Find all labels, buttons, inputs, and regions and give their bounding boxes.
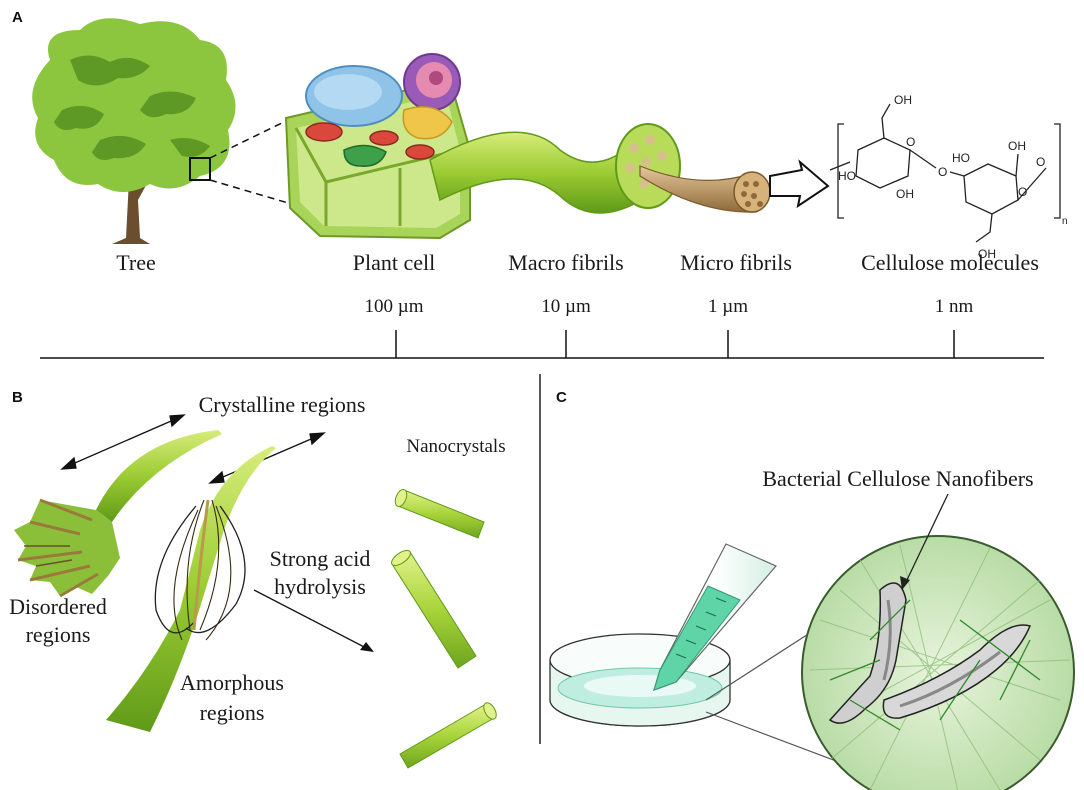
- label-amorphous-2: regions: [200, 700, 265, 725]
- chem-o-ring2: O: [1018, 185, 1027, 199]
- panel-label-a: A: [12, 9, 23, 26]
- nanocrystal-rod-2: [391, 549, 477, 669]
- panel-label-b: B: [12, 389, 23, 406]
- label-bacterial-cellulose-nanofibers: Bacterial Cellulose Nanofibers: [762, 466, 1033, 491]
- plant-cell-illustration: [284, 53, 471, 240]
- tree-illustration: [32, 18, 236, 244]
- label-tree: Tree: [116, 250, 156, 275]
- chem-ho-ring2: HO: [952, 151, 970, 165]
- label-macro-fibrils: Macro fibrils: [508, 250, 623, 275]
- label-crystalline-regions: Crystalline regions: [199, 392, 366, 417]
- disordered-fiber: [14, 430, 222, 598]
- nanocrystal-rod-3: [399, 702, 497, 769]
- scale-tick-1um: 1 µm: [708, 296, 748, 317]
- hydrolysis-arrow: [253, 589, 374, 652]
- label-plant-cell: Plant cell: [353, 250, 435, 275]
- chem-oh-top-left: OH: [894, 93, 912, 107]
- nanocrystal-rod-1: [394, 488, 485, 539]
- scale-axis: [40, 330, 1044, 359]
- label-acid-2: hydrolysis: [274, 574, 366, 599]
- petri-dish: [549, 633, 731, 727]
- chem-o-bridge: O: [938, 165, 947, 179]
- label-cellulose-molecules: Cellulose molecules: [861, 250, 1039, 275]
- scale-tick-1nm: 1 nm: [935, 296, 974, 317]
- magnified-circle: [801, 535, 1075, 790]
- chem-oh-ring1-bottom: OH: [896, 187, 914, 201]
- chem-ho-left: HO: [838, 169, 856, 183]
- label-nanocrystals: Nanocrystals: [406, 436, 505, 457]
- panel-label-c: C: [556, 389, 567, 406]
- scale-tick-100um: 100 µm: [365, 296, 424, 317]
- label-disordered-2: regions: [26, 622, 91, 647]
- chem-oh-ring2-top: OH: [1008, 139, 1026, 153]
- chem-o-ring1: O: [906, 135, 915, 149]
- macro-fibril-illustration: [429, 123, 681, 214]
- chem-o-right: O: [1036, 155, 1045, 169]
- chem-subscript-n: n: [1062, 216, 1068, 227]
- crystalline-arrows: [60, 414, 326, 484]
- label-disordered-1: Disordered: [9, 594, 107, 619]
- pipette: [653, 543, 777, 691]
- zoom-line-top: [209, 119, 289, 159]
- chem-oh-ring2-bottom: OH: [978, 247, 996, 261]
- amorphous-fiber: [106, 446, 276, 732]
- label-micro-fibrils: Micro fibrils: [680, 250, 792, 275]
- label-amorphous-1: Amorphous: [180, 670, 284, 695]
- micro-fibril-illustration: [639, 159, 830, 213]
- nanofiber-pointer-arrow: [900, 493, 949, 590]
- scale-tick-10um: 10 µm: [541, 296, 591, 317]
- label-acid-1: Strong acid: [270, 546, 371, 571]
- cellulose-structure: [829, 103, 1061, 243]
